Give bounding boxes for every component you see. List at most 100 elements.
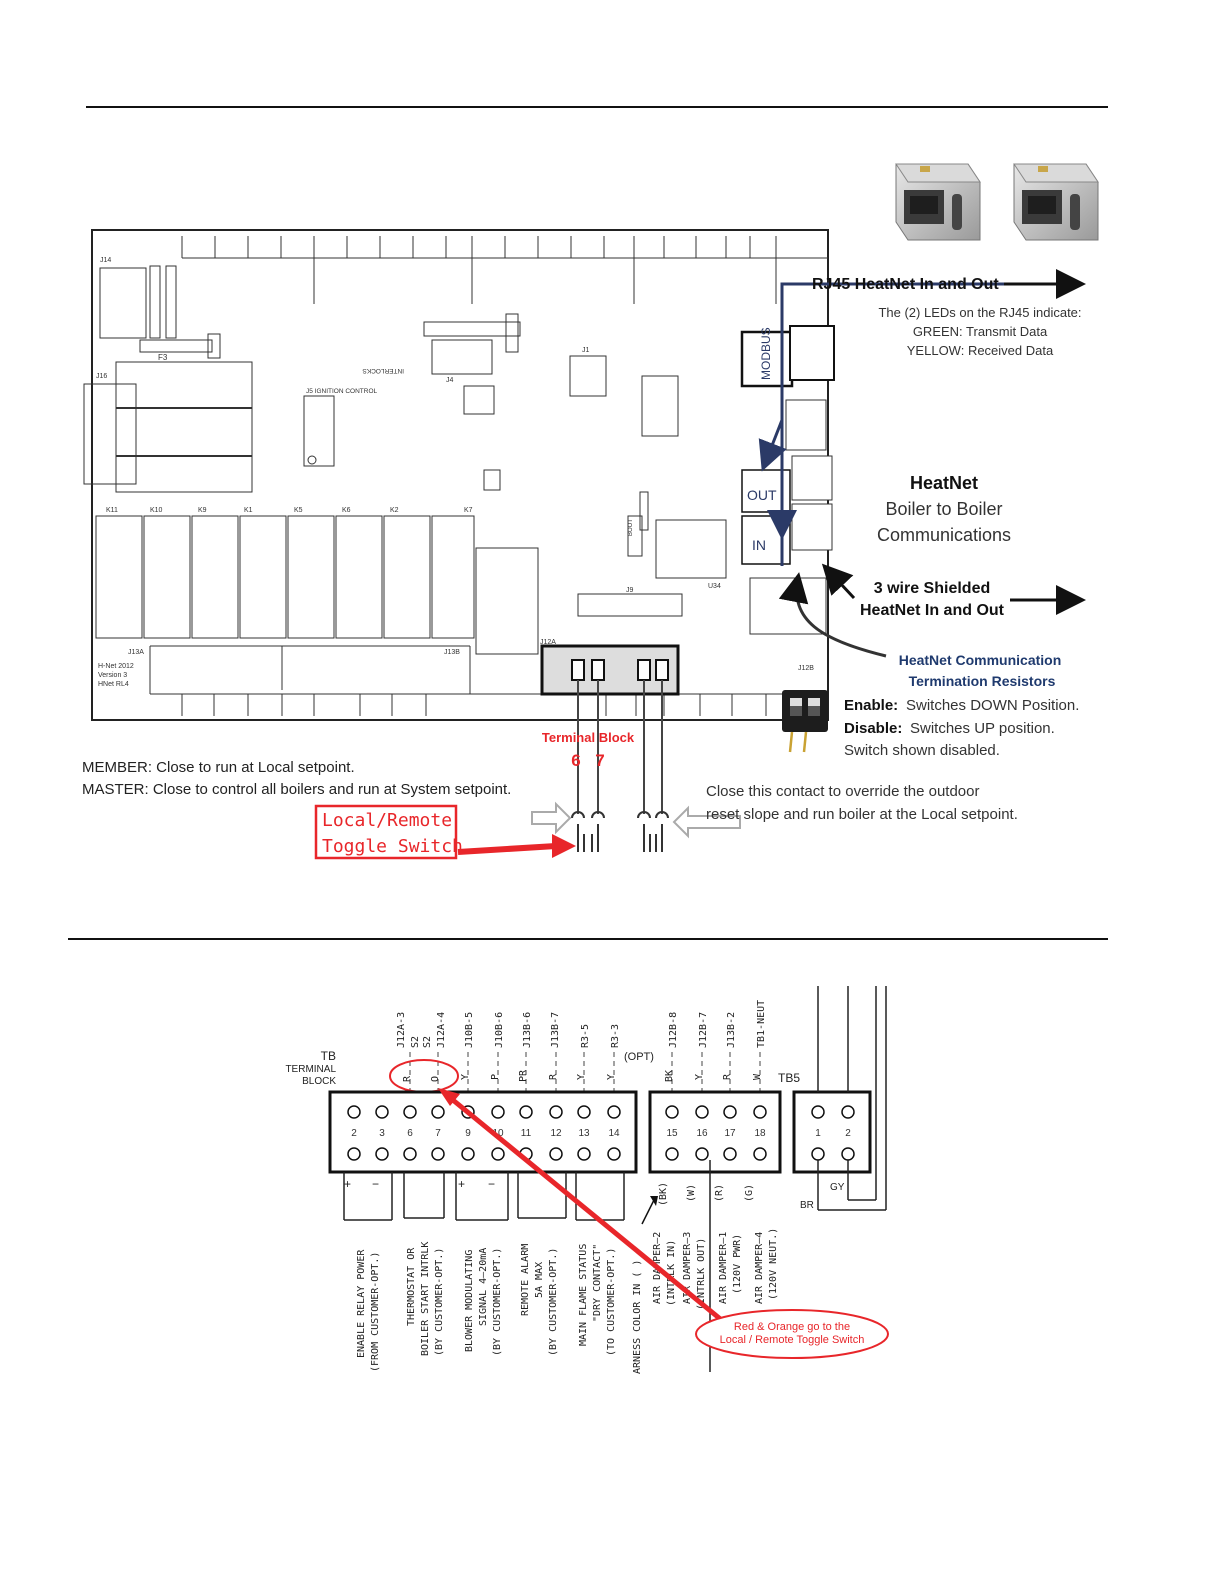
override-line-1: Close this contact to override the outdo…: [706, 783, 980, 800]
disable-text: Switches UP position.: [910, 720, 1055, 737]
wire-letter-r-17: R: [722, 1073, 733, 1080]
wire-letter-y-9: Y: [460, 1074, 471, 1080]
terminal-a-slot: [637, 659, 651, 681]
board-wiring-diagram: F3 J14 J16 J5 IGNITION CONTROL INTERLOCK…: [82, 229, 1086, 860]
br-label: BR: [800, 1200, 814, 1211]
terminal-num-15: 15: [666, 1128, 678, 1139]
label-j12a: J12A: [540, 639, 556, 646]
terminal-num-13: 13: [578, 1128, 590, 1139]
vlabel-thermostat-1: THERMOSTAT OR: [406, 1247, 417, 1326]
tb-opt-block: [648, 1090, 782, 1174]
wire-label-r3-5: R3-5: [580, 1024, 591, 1048]
tb-sub-2: BLOCK: [302, 1076, 336, 1087]
enable-label: Enable:: [844, 697, 898, 714]
wire-letter-r: R: [402, 1075, 413, 1082]
toggle-red-arrow: [457, 843, 557, 855]
wire-letter-bk: BK: [664, 1070, 675, 1082]
disable-label: Disable:: [844, 720, 902, 737]
bottom-connector-strip: [149, 645, 828, 716]
hnet-in-terminal: [791, 503, 833, 551]
dashed-wires: [409, 1052, 761, 1100]
vlabel-damper3-2: (INTRLK OUT): [696, 1238, 707, 1310]
out-label: OUT: [747, 487, 777, 503]
enable-text: Switches DOWN Position.: [906, 697, 1079, 714]
wire-label-j13b-2: J13B-2: [726, 1012, 737, 1048]
wire-label-j13b-6: J13B-6: [522, 1012, 533, 1048]
vertical-function-labels: ENABLE RELAY POWER (FROM CUSTOMER-OPT.) …: [356, 1228, 779, 1374]
toggle-red-arrowhead: [552, 834, 576, 858]
terminal-b-slot: [655, 659, 669, 681]
vlabel-harness: ARNESS COLOR IN ( ): [632, 1260, 643, 1374]
terminal-num-9: 9: [465, 1128, 471, 1139]
wire-label-tb1-neut: TB1-NEUT: [756, 1000, 767, 1048]
relay-k10: K10: [150, 507, 163, 514]
wire-letter-y-13: Y: [576, 1074, 587, 1080]
override-line-2: reset slope and run boiler at the Local …: [706, 806, 1018, 823]
rj45-out-arrow: [758, 419, 787, 472]
vlabel-enable-2: (FROM CUSTOMER-OPT.): [370, 1252, 381, 1372]
vlabel-alarm-1: REMOTE ALARM: [520, 1244, 531, 1316]
relay-k11: K11: [106, 507, 118, 514]
wire-top-labels: J12A-3 S2 S2 J12A-4 J10B-5 J10B-6 J13B-6…: [396, 1000, 767, 1048]
vlabel-damper4-1: AIR DAMPER–4: [754, 1232, 765, 1304]
terminal-num-tb5-1: 1: [815, 1128, 821, 1139]
terminal-block-label: Terminal Block: [542, 730, 635, 745]
lower-letter-w: (W): [686, 1184, 697, 1202]
terminal-num-17: 17: [724, 1128, 736, 1139]
wire-letter-p: P: [490, 1074, 501, 1080]
terminal-num-11: 11: [521, 1128, 532, 1139]
vlabel-damper2-1: AIR DAMPER–2: [652, 1232, 663, 1304]
tb-sub-1: TERMINAL: [285, 1064, 336, 1075]
wire-label-j12b-7: J12B-7: [698, 1012, 709, 1048]
j5-connector: [303, 395, 335, 467]
terminal-6-slot: [571, 659, 585, 681]
relay-bank: [95, 515, 475, 639]
relay-k6: K6: [342, 507, 351, 514]
vlabel-thermostat-3: (BY CUSTOMER-OPT.): [434, 1248, 445, 1356]
terminal-num-2: 2: [351, 1128, 357, 1139]
termination-line-1: HeatNet Communication: [899, 652, 1062, 668]
wire-letter-r-12: R: [548, 1073, 559, 1080]
wire-color-letters: R O Y P PR R Y Y BK Y R W: [402, 1069, 763, 1082]
vlabel-blower-1: BLOWER MODULATING: [464, 1250, 475, 1352]
wire-letter-o: O: [430, 1076, 441, 1082]
sign-plus-1: +: [344, 1177, 351, 1191]
label-interlocks: INTERLOCKS: [362, 367, 404, 374]
label-j14: J14: [100, 257, 111, 264]
wire-label-j12a-4: J12A-4: [436, 1012, 447, 1048]
toggle-line-1: Local/Remote: [322, 810, 452, 831]
label-j13b: J13B: [444, 649, 460, 656]
grey-arrow-right: [672, 805, 741, 839]
hnet-out-terminal: [791, 455, 833, 501]
lower-letter-g: (G): [744, 1184, 755, 1202]
terminal-6-label: 6: [571, 751, 580, 770]
local-remote-contact: [571, 811, 605, 852]
relay-k7: K7: [464, 507, 473, 514]
led-info-line-2: GREEN: Transmit Data: [913, 324, 1048, 339]
terminal-7-label: 7: [595, 751, 604, 770]
wire-label-r3-3: R3-3: [610, 1024, 621, 1048]
harness-pointer-head: [650, 1196, 658, 1206]
board-version-2: Version 3: [98, 672, 127, 679]
wire-label-j10b-5: J10B-5: [464, 1012, 475, 1048]
label-j12b: J12B: [798, 665, 814, 672]
grey-arrow-left: [531, 801, 572, 835]
terminal-num-10: 10: [492, 1128, 504, 1139]
wire-letter-w: W: [752, 1073, 763, 1080]
vlabel-damper4-2: (120V NEUT.): [768, 1228, 779, 1300]
lower-color-letters: (BK) (W) (R) (G): [658, 1182, 755, 1206]
vlabel-blower-2: SIGNAL 4–20mA: [478, 1248, 489, 1326]
opt-label: (OPT): [624, 1051, 654, 1063]
rj45-heatnet-arrow: [780, 282, 1004, 566]
wire-label-j10b-6: J10B-6: [494, 1012, 505, 1048]
sign-minus-1: −: [372, 1177, 379, 1191]
toggle-switch-box: [314, 804, 458, 860]
terminal-numbers: 2 3 6 7 9 10 11 12 13 14 15 16 17 18 1 2: [351, 1128, 851, 1139]
board-version-3: HNet RL4: [98, 681, 129, 688]
terminal-num-14: 14: [608, 1128, 620, 1139]
gy-label: GY: [830, 1182, 845, 1193]
vlabel-flame-1: MAIN FLAME STATUS: [578, 1244, 589, 1346]
tb-main-block: [328, 1090, 638, 1174]
board-version-1: H-Net 2012: [98, 663, 134, 670]
label-f3: F3: [158, 353, 168, 362]
